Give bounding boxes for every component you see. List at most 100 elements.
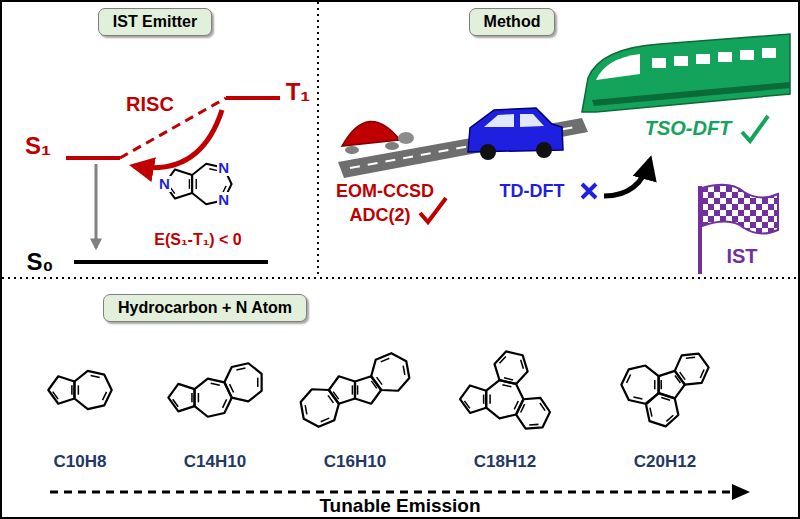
ring [224,363,261,401]
axis-label: Tunable Emission [319,496,480,517]
molecule [621,354,708,427]
molecule [48,371,111,409]
ring [48,376,74,404]
double-bond [660,380,662,389]
formula-label: C18H12 [474,453,536,472]
atom-label: N [158,176,171,193]
panel-header: Hydrocarbon + N Atom [103,294,307,322]
double-bond [504,378,513,380]
double-bond [357,385,359,394]
double-bond [71,385,73,394]
condition-label: E(S₁-T₁) < 0 [154,231,241,249]
ring [516,398,550,429]
double-bond [700,370,704,378]
double-bond [403,366,405,375]
ring [355,376,381,404]
t1-level [226,96,280,100]
double-bond [654,380,656,389]
divider [317,2,319,276]
train [582,34,790,112]
double-bond [686,356,695,359]
double-bond [352,385,354,394]
double-bond [633,397,642,399]
method-label: ADC(2) [350,206,411,226]
cross-mark [582,184,596,198]
turtle-head [398,132,414,144]
panel-header: Method [469,8,556,36]
double-bond [371,381,376,389]
double-bond [321,418,330,422]
emission-arrow [95,164,98,248]
molecule [168,363,261,417]
double-bond [103,392,107,400]
double-bond [514,401,518,409]
double-bond [540,403,545,411]
double-bond [464,401,469,409]
ring [494,351,527,383]
formula-label: C10H8 [54,453,107,472]
process-label: RISC [126,93,174,115]
goal-label: IST [726,245,757,267]
check-mark [420,198,446,222]
double-bond [680,372,685,380]
double-bond [78,385,80,394]
double-bond [377,377,382,385]
double-bond [196,179,197,189]
double-bond [521,360,524,369]
double-bond [198,393,200,402]
header-text: Method [484,13,541,31]
header-text: IST Emitter [113,13,197,31]
train-stripe [592,82,790,106]
atom-label: N [217,192,230,209]
formula-label: C16H10 [324,453,386,472]
ring [168,384,194,412]
double-bond [333,392,338,400]
train-window [596,54,640,80]
method-label: EOM-CCSD [336,182,434,202]
double-bond [627,374,631,382]
double-bond [223,399,227,407]
double-bond [173,399,178,407]
double-bond [483,395,485,404]
ring [329,376,355,404]
state-label: S₀ [27,249,54,275]
risc-arrow [134,110,222,168]
ring [301,389,339,427]
turtle-shell [342,121,400,146]
double-bond [489,395,491,404]
s1-level [66,156,120,160]
double-bond [91,376,100,378]
method-label: TSO-DFT [645,117,732,139]
double-bond [499,356,505,363]
car-wheel [480,144,496,160]
molecule [460,351,550,428]
formula-label: C14H10 [184,453,246,472]
double-bond [328,395,333,403]
car-window [484,114,544,127]
double-bond [305,405,307,414]
molecule [301,353,410,427]
double-bond [529,424,538,426]
s0-level [74,260,268,264]
double-bond [666,415,673,421]
double-bond [381,358,390,362]
double-bond [661,397,670,400]
atom-label: N [217,160,230,177]
checkered-flag [702,185,778,234]
ring [74,371,111,409]
double-bond [257,378,259,387]
header-text: Hydrocarbon + N Atom [118,299,292,317]
double-bond [230,384,234,392]
ring [371,353,409,391]
state-label: T₁ [286,79,311,105]
double-bond [211,383,220,385]
panel-header: IST Emitter [98,8,212,36]
car-wheel [536,142,552,158]
turtle-leg [345,146,359,154]
state-label: S₁ [25,133,51,159]
arrow-head [732,484,750,500]
train-windows [652,48,776,68]
ring [460,385,486,413]
